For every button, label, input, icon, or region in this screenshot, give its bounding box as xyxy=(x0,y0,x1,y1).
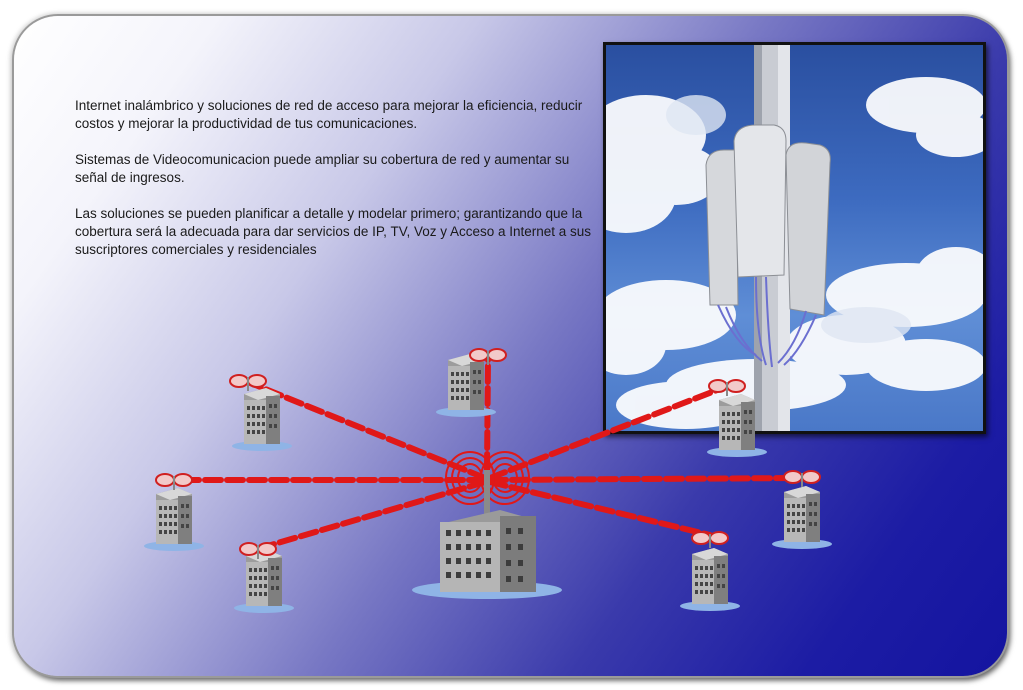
description-text: Internet inalámbrico y soluciones de red… xyxy=(75,97,595,277)
central-hub-building-icon xyxy=(412,451,562,599)
paragraph-1: Internet inalámbrico y soluciones de red… xyxy=(75,98,583,131)
antenna-tower-photo xyxy=(603,42,986,434)
subscriber-building-icon xyxy=(680,531,740,611)
subscriber-building-icon xyxy=(234,542,294,613)
paragraph-3: Las soluciones se pueden planificar a de… xyxy=(75,206,592,257)
subscriber-building-icon xyxy=(144,473,204,551)
antenna-units xyxy=(705,124,831,316)
subscriber-building-icon xyxy=(229,374,292,451)
subscriber-building-icon xyxy=(436,348,507,417)
subscriber-building-icon xyxy=(707,379,767,457)
cables xyxy=(717,276,817,368)
paragraph-2: Sistemas de Videocomunicacion puede ampl… xyxy=(75,152,570,185)
subscriber-building-icon xyxy=(772,470,832,549)
